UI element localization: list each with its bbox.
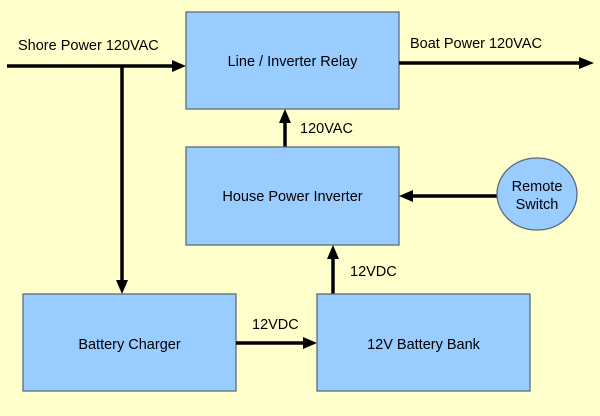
charger-to-battery-connector: [236, 337, 317, 349]
charger-label: Battery Charger: [78, 337, 181, 353]
inverter-label: House Power Inverter: [222, 189, 362, 205]
battery-to-inverter-connector: [327, 245, 339, 294]
inverter-box: [185, 146, 400, 246]
shore-power-connector: [7, 60, 186, 72]
inverter-to-relay-connector: [279, 109, 291, 147]
relay-label: Line / Inverter Relay: [228, 54, 359, 70]
shore-power-label: Shore Power 120VAC: [18, 38, 159, 54]
remote-to-inverter-connector: [399, 190, 497, 202]
remote-switch-label-line1: Remote: [512, 179, 563, 195]
battery-to-inverter-label: 12VDC: [350, 264, 397, 280]
charger-node[interactable]: Battery Charger: [22, 293, 237, 392]
remote-switch-circle: [496, 157, 578, 231]
charger-to-battery-label: 12VDC: [252, 317, 299, 333]
relay-node[interactable]: Line / Inverter Relay: [185, 11, 400, 110]
battery-bank-box: [316, 293, 531, 392]
remote-switch-label-line2: Switch: [516, 197, 559, 213]
remote-switch-node[interactable]: Remote Switch: [496, 157, 578, 231]
inverter-to-relay-label: 120VAC: [300, 121, 353, 137]
battery-bank-node[interactable]: 12V Battery Bank: [316, 293, 531, 392]
battery-bank-label: 12V Battery Bank: [367, 337, 481, 353]
charger-box: [22, 293, 237, 392]
boat-power-connector: [399, 57, 594, 69]
relay-box: [185, 11, 400, 110]
boat-power-label: Boat Power 120VAC: [410, 36, 542, 52]
inverter-node[interactable]: House Power Inverter: [185, 146, 400, 246]
shore-to-charger-connector: [116, 66, 128, 294]
